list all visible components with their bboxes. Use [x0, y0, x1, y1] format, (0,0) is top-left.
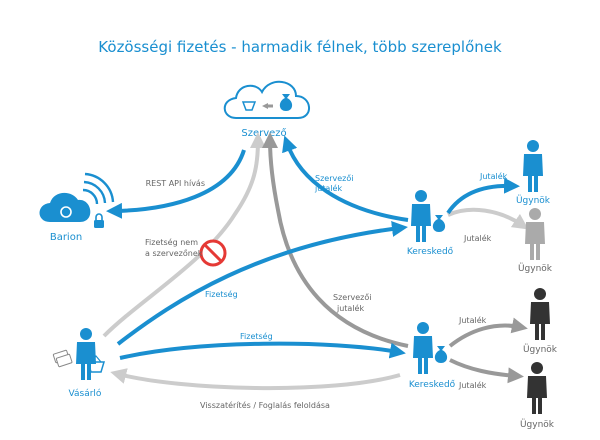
commission-label-1: Jutalék [479, 171, 508, 181]
edge-rest-api [106, 149, 246, 219]
edge-payment-not-organizer [102, 132, 266, 338]
shopping-basket-icon [86, 355, 106, 373]
page-title: Közösségi fizetés - harmadik félnek, töb… [98, 38, 502, 56]
payment-top-label: Fizetség [205, 289, 238, 299]
agent-4-person-icon [527, 362, 547, 414]
barion-cloud-icon [39, 172, 115, 222]
rest-api-label: REST API hívás [146, 179, 205, 188]
merchant-bottom-label: Kereskedő [409, 380, 456, 390]
edge-agent-commission-1 [446, 177, 520, 215]
buyer-label: Vásárló [69, 388, 102, 399]
lock-icon [94, 213, 104, 228]
payment-bottom-label: Fizetség [240, 331, 273, 341]
organizer-cloud-icon [223, 81, 310, 119]
left-arrow-icon [262, 103, 273, 109]
payment-not-organizer-label-2: a szervezőnek [145, 249, 203, 258]
organizer-commission-mid-label-1: Szervezői [333, 293, 371, 302]
edge-payment-bottom [119, 341, 406, 360]
agent-1-person-icon [523, 140, 543, 192]
merchant-top-person-icon [411, 190, 431, 242]
edge-payment-top [116, 221, 408, 346]
edge-agent-commission-4 [449, 358, 524, 384]
merchant-bottom-money-bag-icon [434, 346, 448, 363]
edge-agent-commission-2 [447, 207, 529, 230]
money-bag-icon [279, 94, 293, 111]
edge-agent-commission-3 [448, 317, 528, 348]
forbidden-icon [199, 239, 227, 267]
commission-label-4: Jutalék [458, 380, 487, 390]
merchant-bottom-person-icon [413, 322, 433, 374]
edge-organizer-commission-mid [262, 132, 409, 348]
agent-1-label: Ügynök [516, 195, 551, 206]
barion-label: Barion [50, 232, 82, 243]
agent-2-person-icon [525, 208, 545, 260]
agent-3-person-icon [530, 288, 550, 340]
organizer-commission-mid-label-2: jutalék [336, 303, 364, 313]
agent-2-label: Ügynök [518, 263, 553, 274]
edge-refund [110, 368, 401, 391]
organizer-commission-top-label-2: jutalék [314, 183, 342, 193]
refund-label: Visszatérítés / Foglalás feloldása [200, 400, 330, 410]
merchant-top-label: Kereskedő [407, 247, 454, 257]
edge-organizer-commission-top [282, 135, 409, 222]
organizer-label: Szervező [241, 127, 286, 139]
cash-icon [52, 349, 73, 368]
agent-4-label: Ügynök [520, 419, 555, 430]
agent-3-label: Ügynök [523, 344, 558, 355]
merchant-top-money-bag-icon [432, 215, 446, 232]
commission-label-3: Jutalék [458, 315, 487, 325]
basket-icon [241, 101, 257, 111]
payment-not-organizer-label-1: Fizetség nem [145, 237, 198, 247]
organizer-commission-top-label-1: Szervezői [315, 174, 353, 183]
commission-label-2: Jutalék [463, 233, 492, 243]
